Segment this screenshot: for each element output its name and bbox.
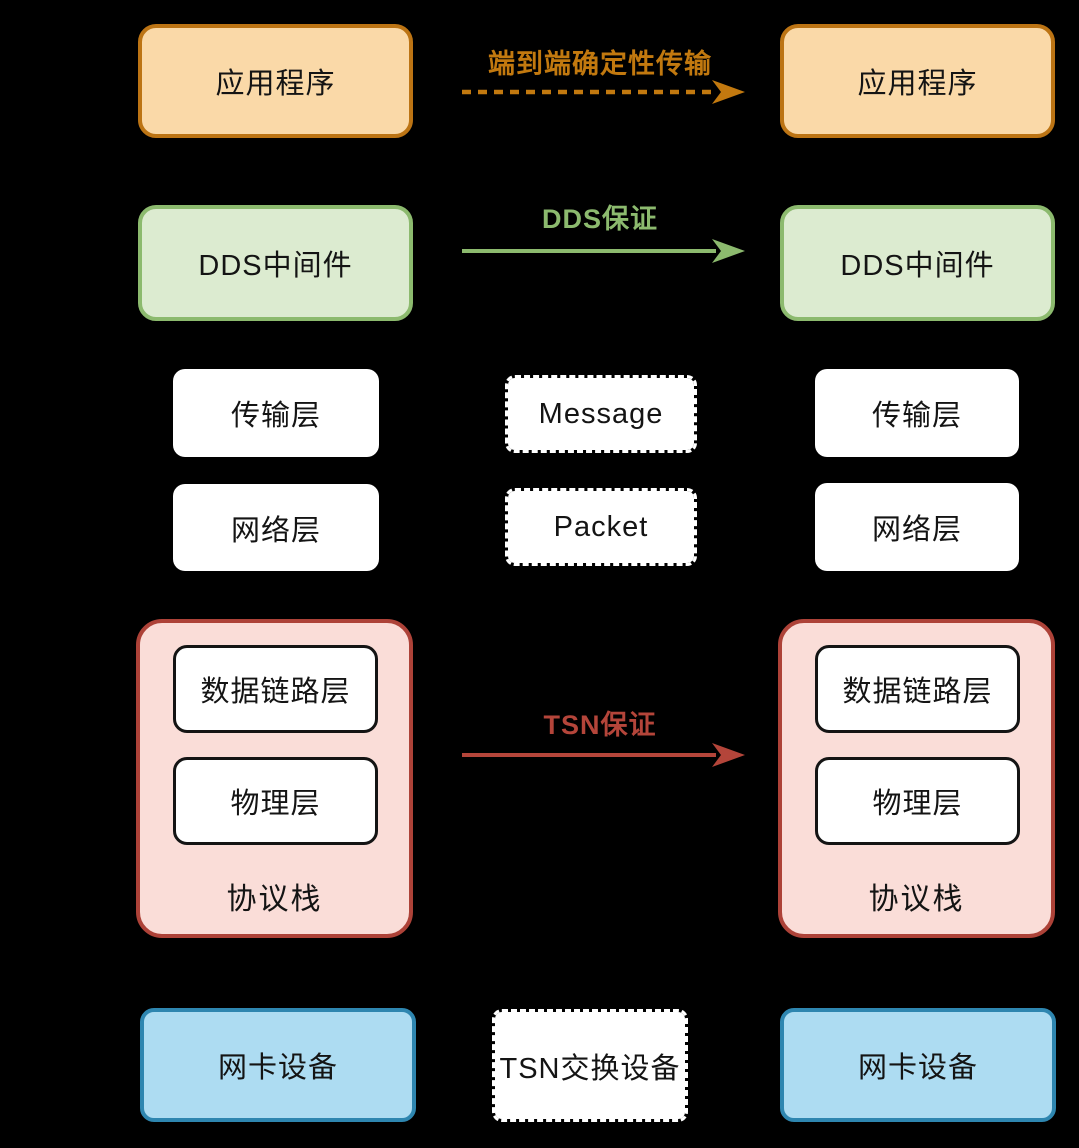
node-network-layer-left: 网络层 [173,484,379,571]
node-physical-layer-right-label: 物理层 [872,788,963,820]
node-network-layer-right: 网络层 [815,483,1019,571]
node-application-right-label: 应用程序 [857,68,978,100]
node-nic-device-left: 网卡设备 [140,1008,416,1122]
node-tsn-switch: TSN交换设备 [492,1009,688,1122]
node-dds-middleware-left-label: DDS中间件 [198,250,353,282]
node-tsn-switch-label: TSN交换设备 [499,1052,681,1085]
node-data-link-layer-right: 数据链路层 [815,645,1020,733]
node-data-link-layer-right-label: 数据链路层 [842,676,993,708]
e2e-dashed-arrow-icon [462,80,745,104]
group-protocol-stack-left: 数据链路层 物理层 协议栈 [136,619,413,938]
node-data-link-layer-left-label: 数据链路层 [200,676,351,708]
tsn-arrow-icon [462,743,745,767]
node-transport-layer-left: 传输层 [173,369,379,457]
node-physical-layer-left: 物理层 [173,757,378,845]
node-dds-middleware-left: DDS中间件 [138,205,413,321]
node-data-link-layer-left: 数据链路层 [173,645,378,733]
dds-arrow-icon [462,239,745,263]
node-transport-layer-right: 传输层 [815,369,1019,457]
node-network-layer-right-label: 网络层 [871,514,962,546]
node-message: Message [505,375,697,453]
node-packet-label: Packet [553,510,649,543]
node-dds-middleware-right-label: DDS中间件 [840,250,995,282]
node-physical-layer-left-label: 物理层 [230,788,321,820]
node-network-layer-left-label: 网络层 [230,514,321,547]
group-protocol-stack-right: 数据链路层 物理层 协议栈 [778,619,1055,938]
node-nic-device-left-label: 网卡设备 [217,1052,338,1084]
dds-guarantee-label: DDS保证 [541,204,658,234]
node-transport-layer-right-label: 传输层 [871,400,962,432]
node-message-label: Message [538,397,664,430]
node-application-right: 应用程序 [780,24,1055,138]
node-application-left-label: 应用程序 [215,68,336,100]
node-application-left: 应用程序 [138,24,413,138]
node-nic-device-right-label: 网卡设备 [857,1052,978,1084]
node-transport-layer-left-label: 传输层 [230,400,321,432]
node-physical-layer-right: 物理层 [815,757,1020,845]
node-packet: Packet [505,488,697,566]
protocol-stack-left-label: 协议栈 [226,883,323,916]
node-dds-middleware-right: DDS中间件 [780,205,1055,321]
e2e-transmission-label: 端到端确定性传输 [488,49,712,79]
protocol-stack-right-label: 协议栈 [868,883,965,916]
node-nic-device-right: 网卡设备 [780,1008,1056,1122]
tsn-guarantee-label: TSN保证 [543,710,657,740]
